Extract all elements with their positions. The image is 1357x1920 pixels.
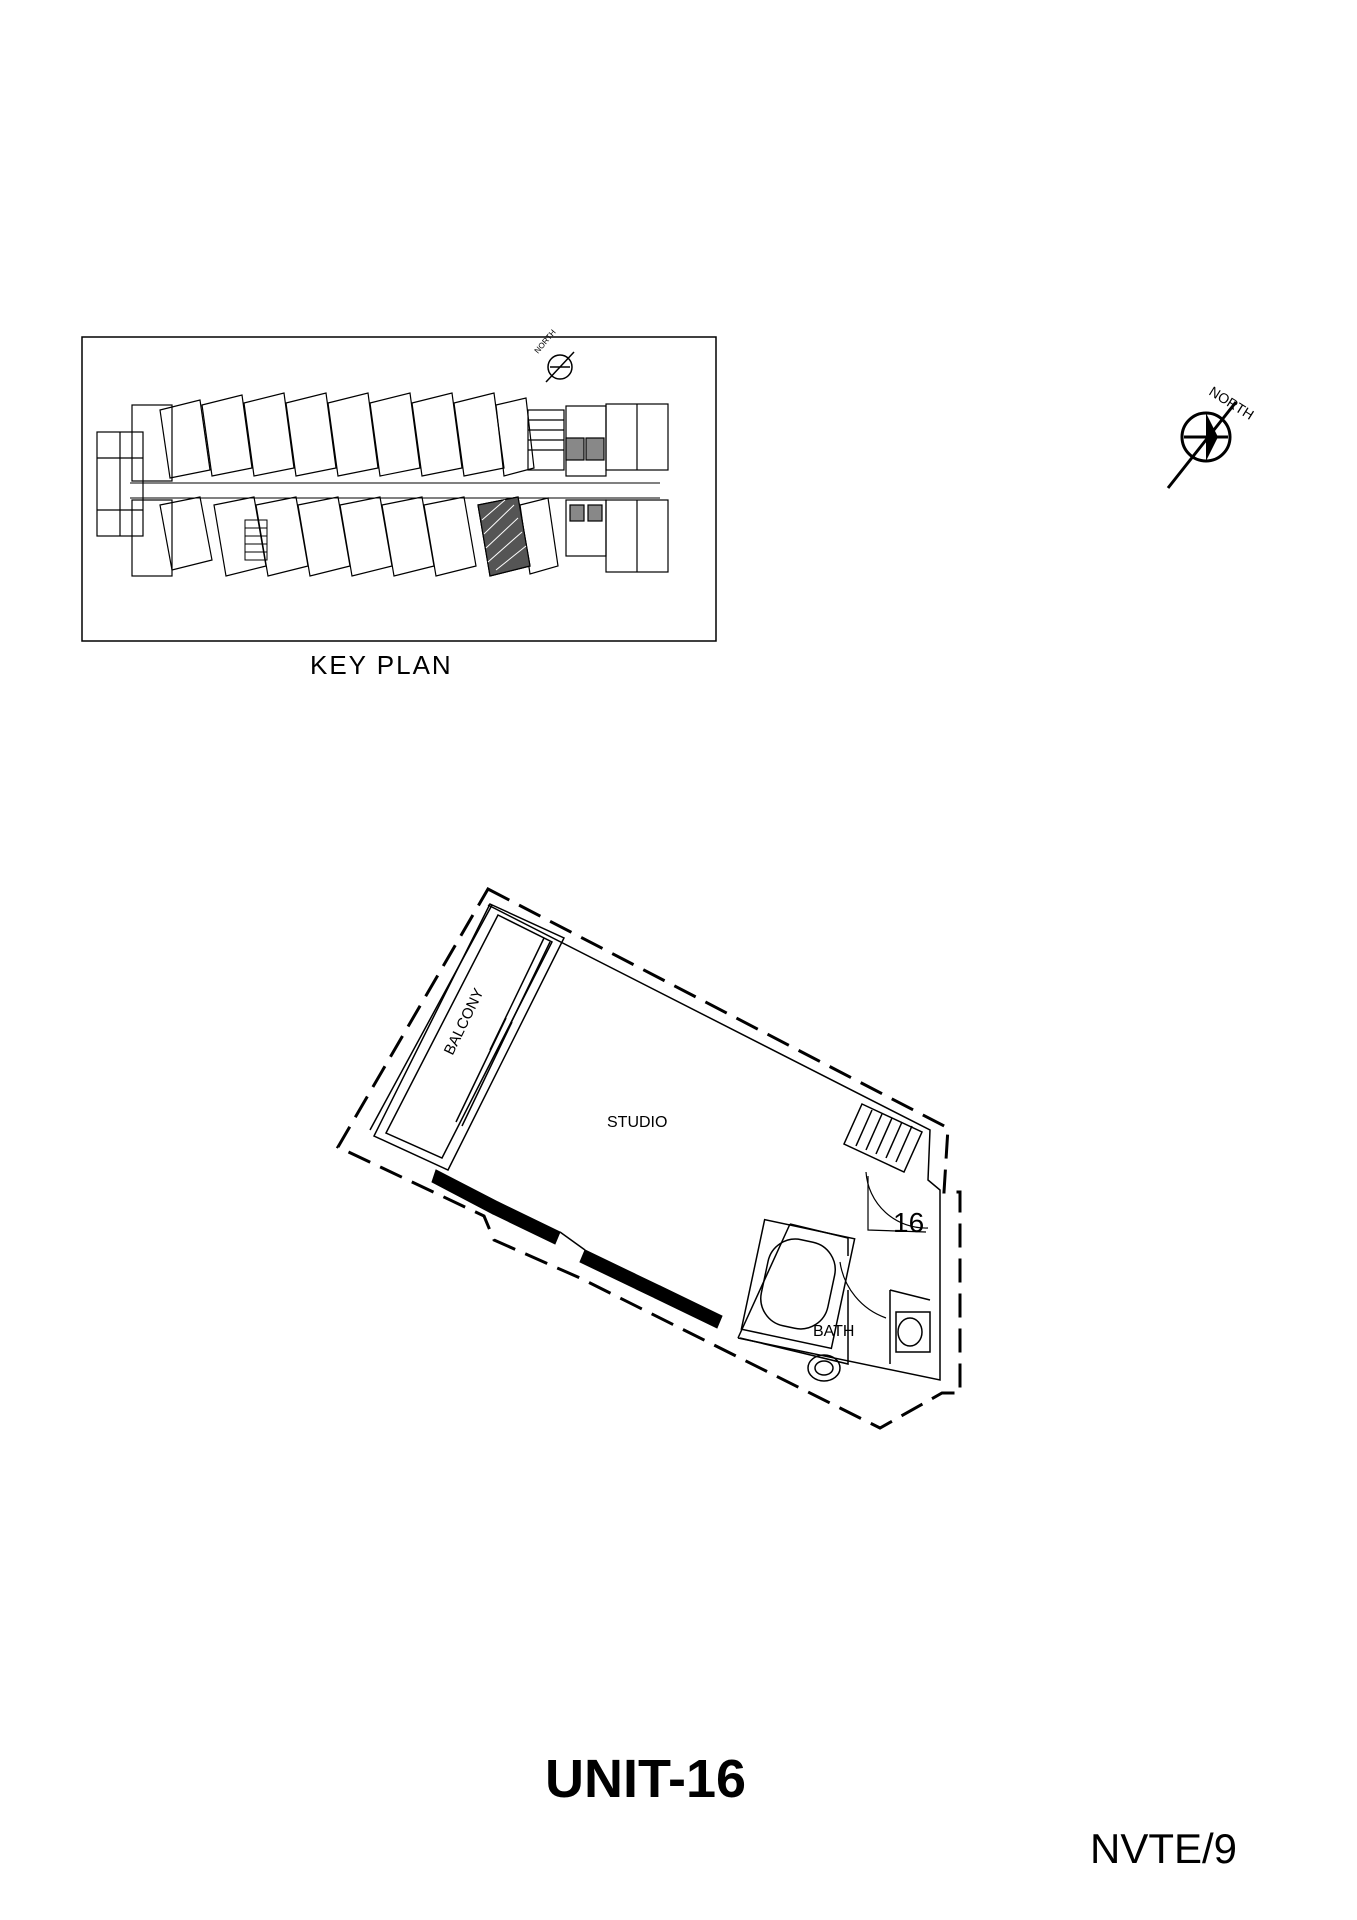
key-plan: NORTH: [81, 328, 717, 642]
key-plan-stair: [244, 519, 268, 561]
balcony: [372, 903, 566, 1171]
studio-label: STUDIO: [607, 1114, 667, 1131]
unit-inner-wall: [487, 904, 941, 1381]
sheet-id: NVTE/9: [1090, 1825, 1238, 1872]
bath-label: BATH: [813, 1323, 854, 1340]
key-plan-caption: KEY PLAN: [310, 650, 453, 680]
key-plan-core: [527, 403, 669, 573]
bathroom-walls: [737, 1223, 931, 1365]
front-wall: [431, 1169, 723, 1329]
key-plan-upper-units: [159, 392, 535, 479]
unit-plan: BALCONY STUDIO BATH 16: [335, 887, 962, 1430]
balcony-label: BALCONY: [441, 986, 488, 1058]
door-swings: [839, 1171, 929, 1319]
key-plan-highlighted-unit: [477, 496, 531, 577]
kitchen-counter: [843, 1102, 923, 1174]
toilet: [895, 1311, 931, 1353]
key-plan-lower-units: [159, 496, 559, 577]
key-plan-left-block: [96, 404, 173, 577]
key-plan-corridor: [130, 482, 660, 499]
north-arrow: NORTH: [1166, 383, 1257, 489]
washbasin: [807, 1354, 841, 1382]
unit-number-label: 16: [893, 1207, 924, 1238]
unit-inner-wall-front: [369, 904, 493, 1131]
key-plan-frame: [81, 336, 717, 642]
unit-title: UNIT-16: [545, 1749, 747, 1809]
bathtub: [740, 1218, 856, 1350]
unit-boundary: [335, 887, 962, 1430]
balcony-sliding-door: [455, 937, 551, 1127]
north-arrow-label: NORTH: [1206, 383, 1256, 423]
